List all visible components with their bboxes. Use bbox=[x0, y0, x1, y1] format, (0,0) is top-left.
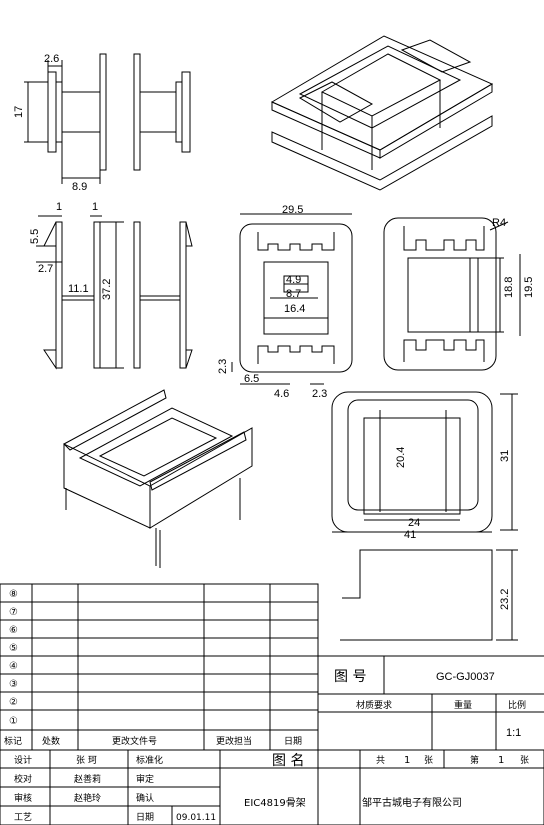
person-proofread: 赵善莉 bbox=[74, 773, 101, 785]
step-profile bbox=[340, 549, 518, 641]
rev-header-person: 更改担当 bbox=[216, 735, 252, 747]
dim-bottom-width-outer: 41 bbox=[404, 529, 416, 541]
total-value: 1 bbox=[404, 755, 410, 766]
scale-value: 1:1 bbox=[506, 727, 521, 739]
dim-side-height: 17 bbox=[13, 106, 25, 118]
name-label: 图 名 bbox=[272, 753, 304, 769]
dim-flange-right: 1 bbox=[92, 201, 98, 213]
role-process: 工艺 bbox=[14, 812, 32, 823]
total-unit: 张 bbox=[424, 755, 433, 766]
page-value: 1 bbox=[498, 755, 504, 766]
check-standard: 标准化 bbox=[136, 754, 163, 766]
rev-row-2: ② bbox=[9, 697, 18, 708]
dim-window-b: 19.5 bbox=[523, 277, 535, 298]
revision-block bbox=[0, 583, 319, 751]
page-unit: 张 bbox=[520, 755, 529, 766]
role-design: 设计 bbox=[14, 754, 32, 766]
dim-side-wall: 2.6 bbox=[44, 53, 59, 65]
bottom-view bbox=[331, 391, 518, 533]
role-proofread: 校对 bbox=[14, 773, 32, 785]
dim-side-base: 8.9 bbox=[72, 181, 87, 193]
dim-bottom-width-inner: 24 bbox=[408, 517, 420, 529]
check-date: 日期 bbox=[136, 812, 154, 823]
weight-label: 重量 bbox=[454, 699, 472, 711]
rev-header-doc: 更改文件号 bbox=[112, 735, 157, 747]
dim-tab-height: 5.5 bbox=[29, 229, 41, 244]
title-block bbox=[0, 655, 544, 825]
check-confirm: 确认 bbox=[136, 792, 154, 804]
total-label: 共 bbox=[376, 755, 385, 766]
dim-mid: 11.1 bbox=[68, 283, 89, 295]
company-name: 邹平古城电子有限公司 bbox=[362, 796, 462, 809]
side-view bbox=[24, 53, 191, 184]
dim-total-height: 37.2 bbox=[101, 279, 113, 300]
dim-slot-a: 4.9 bbox=[286, 274, 301, 286]
date-value: 09.01.11 bbox=[176, 813, 216, 823]
check-approve: 审定 bbox=[136, 773, 154, 785]
dim-window-a: 18.8 bbox=[503, 277, 515, 298]
rev-row-7: ⑦ bbox=[9, 607, 18, 618]
dim-bottom-height: 20.4 bbox=[395, 447, 407, 468]
iso-view-top bbox=[270, 35, 494, 191]
dim-foot-c: 2.3 bbox=[312, 388, 327, 400]
front-view bbox=[36, 215, 193, 370]
rev-header-count: 处数 bbox=[42, 735, 60, 747]
material-label: 材质要求 bbox=[356, 699, 392, 711]
dim-bottom-side: 31 bbox=[499, 450, 511, 462]
part-name: EIC4819骨架 bbox=[244, 797, 306, 809]
rev-row-8: ⑧ bbox=[9, 589, 18, 600]
dim-slot-b: 8.7 bbox=[286, 288, 301, 300]
rev-row-1: ① bbox=[9, 716, 18, 727]
dim-wall: 2.3 bbox=[217, 359, 229, 374]
rev-row-4: ④ bbox=[9, 661, 18, 672]
dim-slot-c: 16.4 bbox=[284, 303, 305, 315]
dim-foot-b: 4.6 bbox=[274, 388, 289, 400]
end-view bbox=[383, 217, 521, 371]
rev-row-5: ⑤ bbox=[9, 643, 18, 654]
iso-view-bottom bbox=[63, 389, 253, 568]
dim-tab-width: 2.7 bbox=[38, 263, 53, 275]
drawing-no-label: 图 号 bbox=[334, 669, 366, 685]
top-view bbox=[231, 213, 353, 385]
rev-header-date: 日期 bbox=[284, 736, 302, 747]
dim-step-height: 23.2 bbox=[499, 589, 511, 610]
rev-row-6: ⑥ bbox=[9, 625, 18, 636]
dim-flange-left: 1 bbox=[56, 201, 62, 213]
role-review: 审核 bbox=[14, 792, 32, 804]
person-review: 赵艳玲 bbox=[74, 792, 101, 804]
dim-foot-a: 6.5 bbox=[244, 373, 259, 385]
dim-top-width: 29.5 bbox=[282, 204, 303, 216]
page-label: 第 bbox=[470, 754, 479, 766]
person-design: 张 珂 bbox=[76, 755, 97, 766]
drawing-no: GC-GJ0037 bbox=[436, 671, 495, 683]
dim-radius: R4 bbox=[492, 217, 506, 229]
scale-label: 比例 bbox=[508, 699, 526, 711]
rev-row-3: ③ bbox=[9, 679, 18, 690]
rev-header-mark: 标记 bbox=[4, 735, 22, 747]
